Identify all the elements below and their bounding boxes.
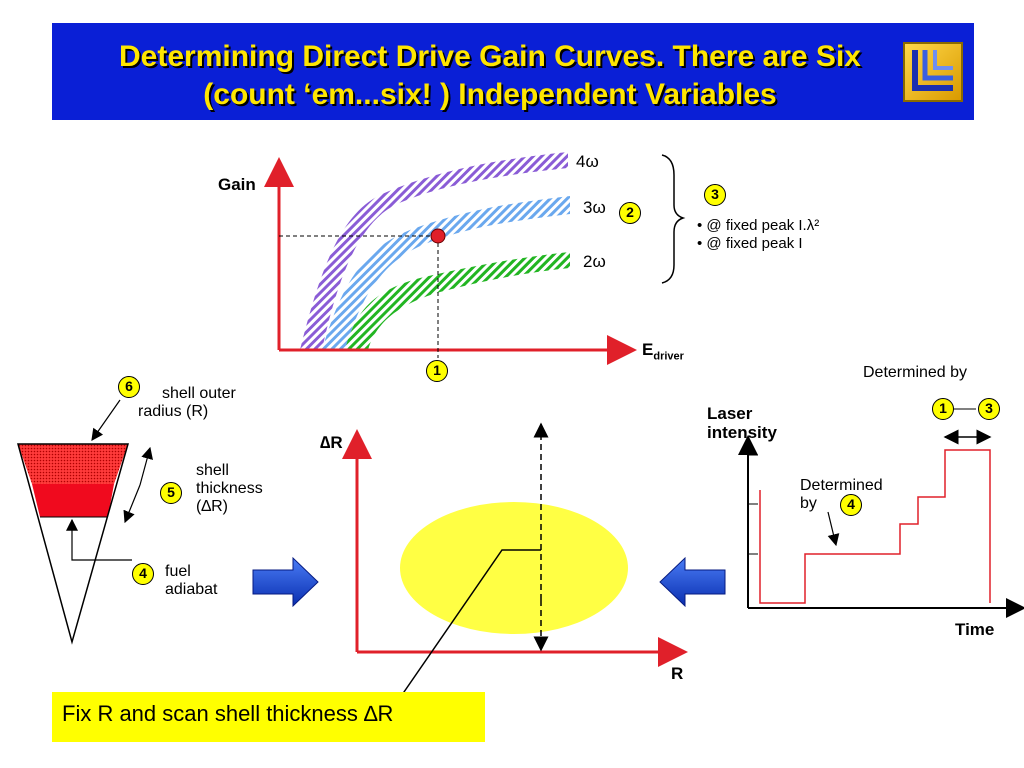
- arrow-thickness-bottom: [123, 484, 141, 524]
- edriver-sub: driver: [653, 350, 684, 363]
- target-cone: [17, 443, 129, 645]
- edriver-main: E: [642, 340, 654, 359]
- curve-3w: [322, 196, 570, 350]
- curve-label-4w: 4ω: [576, 152, 599, 171]
- badge-4-cone: 4: [132, 563, 154, 585]
- shell-outer-label-2: radius (R): [138, 403, 209, 420]
- badge-3-brace: 3: [704, 184, 726, 206]
- curve-4w: [300, 152, 568, 350]
- shell-thickness-label-3: (∆R): [196, 498, 228, 515]
- logo-icon: [912, 50, 953, 91]
- shell-thickness-label-1: shell: [196, 462, 229, 479]
- curve-2w: [345, 252, 570, 350]
- title-line-2: (count ‘em...six! ) Independent Variable…: [203, 78, 777, 111]
- big-arrow-left: [659, 556, 726, 608]
- badge-5: 5: [160, 482, 182, 504]
- badge-1-laser: 1: [932, 398, 954, 420]
- delta-r-axis-label: ∆R: [320, 433, 343, 452]
- arrow-thickness-top: [139, 446, 153, 486]
- curve-label-3w: 3ω: [583, 198, 606, 217]
- gain-curves: [300, 152, 570, 350]
- badge-4-laser: 4: [840, 494, 862, 516]
- slide-title: Determining Direct Drive Gain Curves. Th…: [60, 38, 920, 114]
- big-arrow-right: [252, 556, 319, 608]
- badge-1-gain: 1: [426, 360, 448, 382]
- fuel-adiabat-label-2: adiabat: [165, 581, 218, 598]
- laser-label-2: intensity: [707, 423, 777, 442]
- shell-outer-label-1: shell outer: [162, 385, 236, 402]
- brace: [661, 154, 686, 284]
- arrow-outer-radius: [91, 399, 121, 441]
- title-line-1: Determining Direct Drive Gain Curves. Th…: [119, 40, 861, 73]
- badge-3-laser: 3: [978, 398, 1000, 420]
- determined-by-mid-1: Determined: [800, 477, 883, 494]
- curve-label-2w: 2ω: [583, 252, 606, 271]
- r-axis-label: R: [671, 664, 684, 683]
- shell-thickness-label-2: thickness: [196, 480, 263, 497]
- scan-ellipse: [400, 502, 628, 634]
- arrow-fuel: [66, 518, 132, 561]
- note-text: Fix R and scan shell thickness ∆R: [62, 701, 394, 726]
- brace-item-1: • @ fixed peak I.λ²: [697, 217, 820, 234]
- fuel-adiabat-label-1: fuel: [165, 563, 191, 580]
- cone-outer-layer: [18, 444, 128, 484]
- arrow-determined-by: [827, 511, 840, 547]
- cone-shell-layer: [32, 484, 114, 517]
- determined-by-top: Determined by: [863, 364, 968, 381]
- note-box: [52, 692, 485, 742]
- operating-point: [430, 228, 446, 244]
- badge-6: 6: [118, 376, 140, 398]
- laser-pulse: [759, 449, 991, 604]
- brace-item-2: • @ fixed peak I: [697, 235, 803, 252]
- laser-label-1: Laser: [707, 404, 753, 423]
- callout-line: [394, 549, 541, 706]
- time-axis-label: Time: [955, 620, 995, 639]
- cone-outline: [17, 443, 129, 645]
- title-bar: [52, 23, 974, 120]
- badge-2: 2: [619, 202, 641, 224]
- lab-logo: [903, 42, 963, 102]
- determined-by-mid-2: by: [800, 495, 817, 512]
- gain-axis-label: Gain: [218, 175, 256, 194]
- edriver-axis-label: Edriver: [642, 340, 684, 366]
